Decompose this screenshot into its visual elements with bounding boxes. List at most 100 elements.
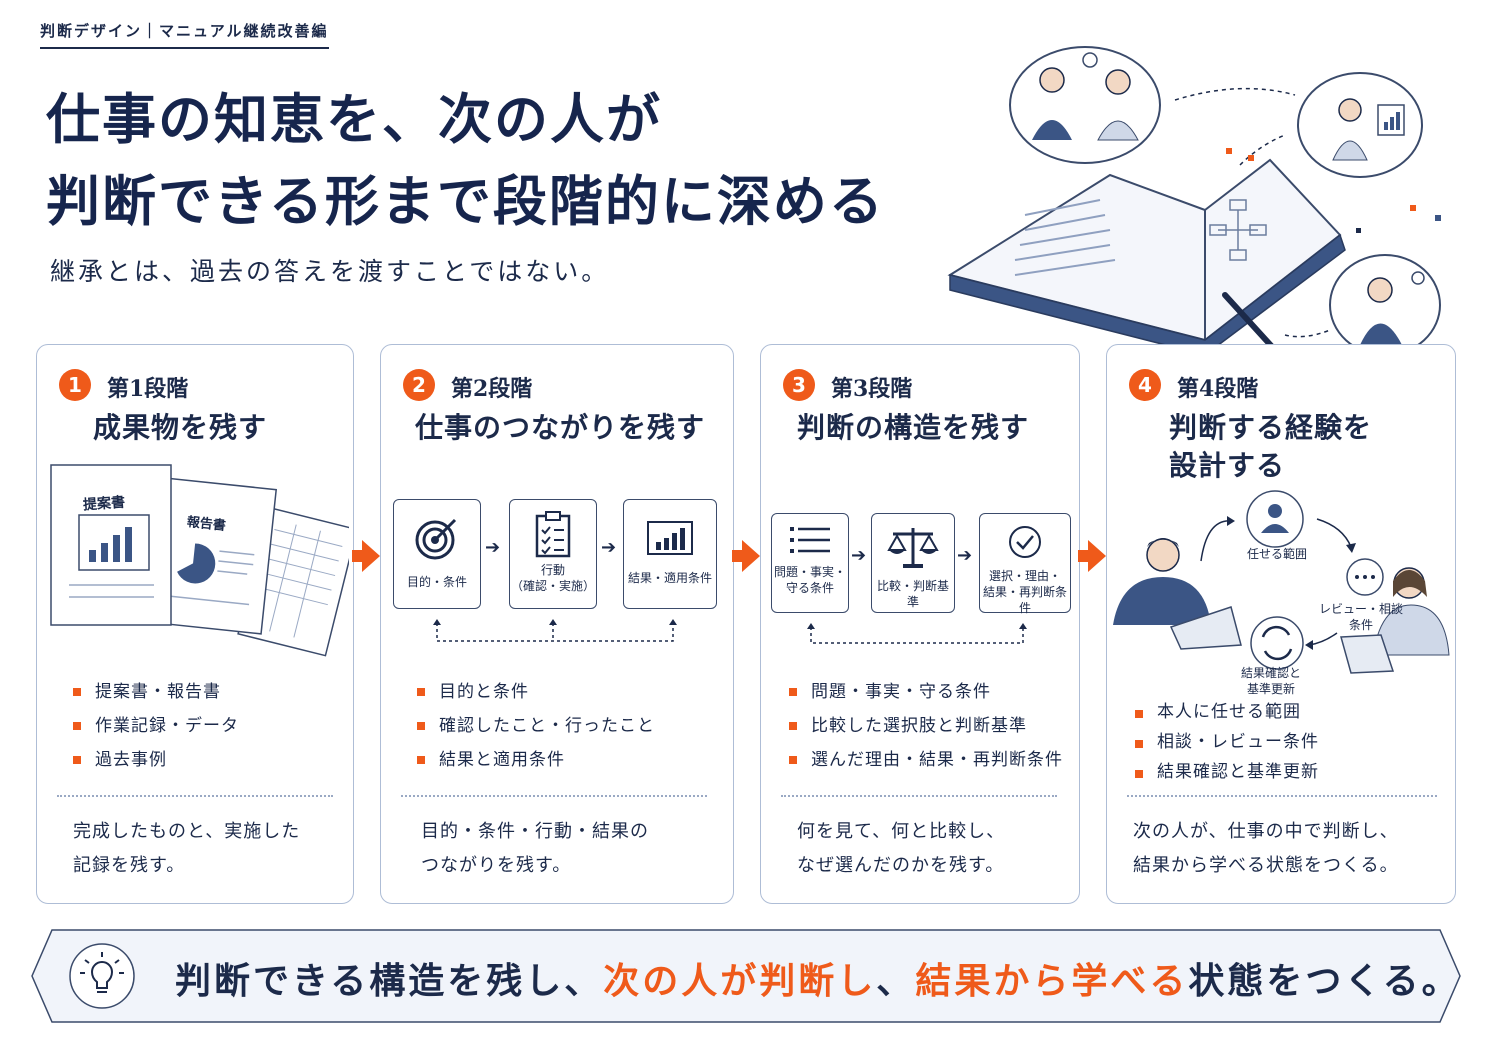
flow-box-facts: 問題・事実・ 守る条件 bbox=[771, 513, 849, 613]
list-icon bbox=[790, 527, 830, 553]
flow-arrow: ➔ bbox=[957, 545, 973, 566]
list-item: 比較した選択肢と判断基準 bbox=[789, 709, 1063, 743]
flow-label: 選択・理由・ bbox=[988, 569, 1061, 583]
list-item: 結果と適用条件 bbox=[417, 743, 655, 777]
stage-label: 第1段階 bbox=[107, 376, 189, 402]
flow-label: 結果・適用条件 bbox=[627, 571, 712, 585]
list-item: 確認したこと・行ったこと bbox=[417, 709, 655, 743]
stage-items: 提案書・報告書 作業記録・データ 過去事例 bbox=[73, 675, 239, 777]
open-book-illustration bbox=[947, 158, 1346, 356]
stage-description: 目的・条件・行動・結果の つながりを残す。 bbox=[421, 815, 649, 883]
list-item: 本人に任せる範囲 bbox=[1135, 697, 1319, 727]
stage-card-4: 4 第4段階 判断する経験を 設計する 任せる範囲 レビュー・相談 条件 bbox=[1106, 344, 1456, 904]
bar-chart-icon bbox=[647, 521, 693, 555]
summary-part: 、 bbox=[876, 960, 916, 1002]
flow-label: （確認・実施） bbox=[510, 579, 595, 593]
divider bbox=[1127, 795, 1437, 797]
summary-message: 判断できる構造を残し、次の人が判断し、結果から学べる状態をつくる。 bbox=[175, 952, 1461, 1004]
desc-line: つながりを残す。 bbox=[421, 855, 572, 876]
desc-line: 次の人が、仕事の中で判断し、 bbox=[1133, 821, 1399, 842]
flow-box-action: 行動 （確認・実施） bbox=[509, 499, 597, 609]
cycle-label-line: レビュー・相談 bbox=[1319, 602, 1404, 616]
stage-description: 何を見て、何と比較し、 なぜ選んだのかを残す。 bbox=[797, 815, 1005, 883]
subtitle: 継承とは、過去の答えを渡すことではない。 bbox=[50, 257, 610, 286]
cycle-label-line: 基準更新 bbox=[1247, 682, 1296, 696]
flow-arrow: ➔ bbox=[851, 545, 867, 566]
flow-box-choice: 選択・理由・ 結果・再判断条件 bbox=[979, 513, 1071, 615]
flow-box-criteria: 比較・判断基準 bbox=[871, 513, 955, 613]
flow-arrow: ➔ bbox=[485, 537, 501, 558]
divider bbox=[401, 795, 707, 797]
stage-description: 完成したものと、実施した 記録を残す。 bbox=[73, 815, 300, 883]
stage-label: 第4段階 bbox=[1177, 376, 1259, 402]
stage-items: 問題・事実・守る条件 比較した選択肢と判断基準 選んだ理由・結果・再判断条件 bbox=[789, 675, 1063, 777]
stage-label: 第3段階 bbox=[831, 376, 913, 402]
cycle-label-review: レビュー・相談 条件 bbox=[1319, 601, 1403, 633]
desc-line: 結果から学べる状態をつくる。 bbox=[1133, 855, 1399, 876]
summary-part: 状態をつくる。 bbox=[1188, 960, 1461, 1002]
scale-icon bbox=[887, 528, 939, 568]
title-line-2: 判断できる形まで段階的に深める bbox=[46, 169, 885, 233]
mentoring-cycle-illustration bbox=[1113, 490, 1450, 674]
stage-card-3: 3 第3段階 判断の構造を残す 問題・事実・ 守る条件 ➔ 比較・判断基準 ➔ … bbox=[760, 344, 1080, 904]
desc-line: 目的・条件・行動・結果の bbox=[421, 821, 649, 842]
stage-number: 4 bbox=[1129, 369, 1161, 401]
flow-label: 行動 bbox=[540, 563, 565, 577]
stage-arrow bbox=[1078, 540, 1106, 572]
stage-arrow bbox=[732, 540, 760, 572]
flow-label: 結果・再判断条件 bbox=[982, 585, 1067, 615]
cycle-label-scope: 任せる範囲 bbox=[1247, 547, 1308, 561]
flow-label: 目的・条件 bbox=[406, 575, 467, 589]
summary-banner bbox=[31, 929, 1461, 1023]
thinker-bubble-illustration bbox=[1329, 254, 1441, 356]
list-item: 過去事例 bbox=[73, 743, 239, 777]
desc-line: なぜ選んだのかを残す。 bbox=[797, 855, 1005, 876]
target-icon bbox=[415, 518, 457, 560]
stage-description: 次の人が、仕事の中で判断し、 結果から学べる状態をつくる。 bbox=[1133, 815, 1399, 883]
list-item: 問題・事実・守る条件 bbox=[789, 675, 1063, 709]
divider bbox=[57, 795, 333, 797]
cycle-label-line: 条件 bbox=[1349, 618, 1374, 632]
stage-number: 3 bbox=[783, 369, 815, 401]
cycle-label-result: 結果確認と 基準更新 bbox=[1241, 665, 1301, 697]
lightbulb-icon bbox=[80, 952, 124, 993]
stage-title: 判断する経験を 設計する bbox=[1169, 409, 1372, 485]
desc-line: 完成したものと、実施した bbox=[73, 821, 301, 842]
series-tag: 判断デザイン｜マニュアル継続改善編 bbox=[40, 20, 329, 49]
stage-number: 2 bbox=[403, 369, 435, 401]
desc-line: 記録を残す。 bbox=[73, 855, 186, 876]
list-item: 目的と条件 bbox=[417, 675, 655, 709]
hero-illustration bbox=[947, 46, 1441, 356]
flow-label: 守る条件 bbox=[785, 581, 834, 595]
title-line-1: 仕事の知恵を、次の人が bbox=[46, 87, 662, 151]
check-circle-icon bbox=[1009, 526, 1041, 558]
summary-part: 判断できる構造を残し、 bbox=[175, 960, 604, 1002]
list-item: 選んだ理由・結果・再判断条件 bbox=[789, 743, 1063, 777]
list-item: 結果確認と基準更新 bbox=[1135, 757, 1319, 787]
title-line: 判断する経験を bbox=[1169, 411, 1373, 444]
doc-label-report: 報告書 bbox=[186, 514, 227, 534]
flow-box-result: 結果・適用条件 bbox=[623, 499, 717, 609]
list-item: 作業記録・データ bbox=[73, 709, 239, 743]
analyst-bubble-illustration bbox=[1297, 72, 1423, 178]
feedback-dashed-lines bbox=[433, 619, 677, 642]
stage-number: 1 bbox=[59, 369, 91, 401]
stage-title: 判断の構造を残す bbox=[797, 411, 1030, 444]
page-title: 仕事の知恵を、次の人が 判断できる形まで段階的に深める bbox=[46, 78, 885, 242]
documents-illustration bbox=[50, 464, 349, 657]
divider bbox=[781, 795, 1057, 797]
stage-card-1: 1 第1段階 成果物を残す 提案書 報告書 bbox=[36, 344, 354, 904]
list-item: 相談・レビュー条件 bbox=[1135, 727, 1319, 757]
cycle-label-line: 結果確認と bbox=[1241, 666, 1302, 680]
flow-label: 比較・判断基準 bbox=[876, 579, 949, 609]
feedback-dashed-lines bbox=[807, 623, 1027, 644]
stage-items: 目的と条件 確認したこと・行ったこと 結果と適用条件 bbox=[417, 675, 655, 777]
stage-card-2: 2 第2段階 仕事のつながりを残す 目的・条件 ➔ 行動 （確認・実施） ➔ bbox=[380, 344, 734, 904]
summary-highlight: 次の人が判断し bbox=[603, 960, 877, 1002]
flow-box-purpose: 目的・条件 bbox=[393, 499, 481, 609]
stage-title: 仕事のつながりを残す bbox=[415, 411, 706, 444]
title-line: 設計する bbox=[1169, 449, 1286, 482]
meeting-bubble-illustration bbox=[1009, 46, 1161, 164]
stage-arrow bbox=[352, 540, 380, 572]
flow-label: 問題・事実・ bbox=[773, 565, 846, 579]
